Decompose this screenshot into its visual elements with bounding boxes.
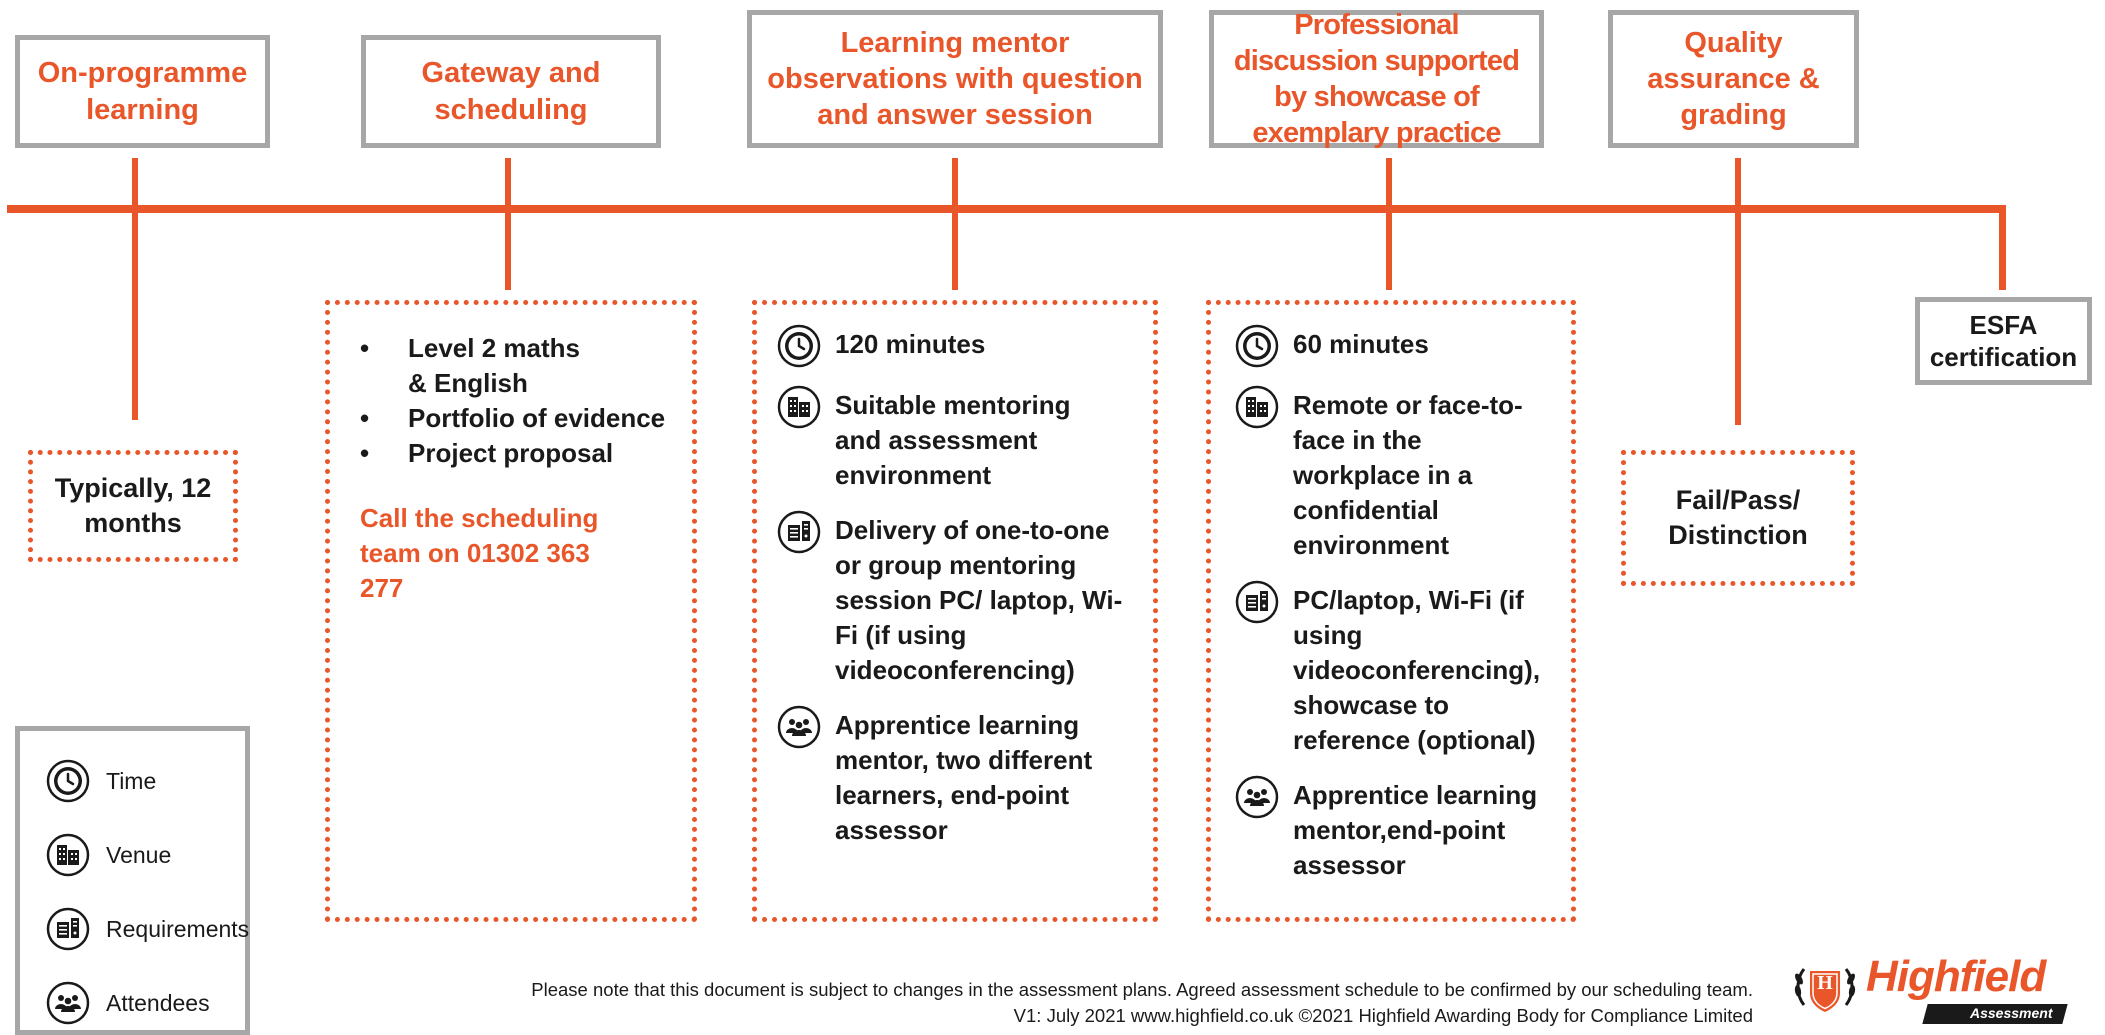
stage-observations-label: Learning mentor observations with questi… [767,26,1143,132]
stage-esfa-label: ESFA certification [1929,309,2078,373]
legend-label-time: Time [106,767,157,794]
discussion-requirements: PC/laptop, Wi-Fi (if using videoconferen… [1293,585,1541,755]
connector-quality-bottom [1735,210,1741,425]
clock-icon [1235,324,1279,368]
scheduling-call-text: Call the scheduling team on 01302 363 27… [360,503,599,603]
stage-discussion-label: Professional discussion supported by sho… [1233,8,1520,150]
stage-esfa: ESFA certification [1915,297,2092,385]
observations-requirements: Delivery of one-to-one or group mentorin… [835,515,1123,685]
building-icon [1235,385,1279,429]
observations-time-item: 120 minutes [777,327,1135,368]
stage-gateway: Gateway and scheduling [361,35,661,148]
observations-attendees: Apprentice learning mentor, two differen… [835,710,1093,845]
connector-observations-bottom [952,210,958,290]
logo-wordmark: Highfield [1866,952,2046,1001]
requirements-icon [777,510,821,554]
gateway-bullet-item: Level 2 maths & English [360,331,593,401]
on-programme-detail-box: Typically, 12 months [28,450,238,562]
stage-gateway-label: Gateway and scheduling [421,57,601,126]
stage-quality-label: Quality assurance & grading [1647,26,1820,132]
legend-item-venue: Venue [46,833,171,877]
observations-detail-box: 120 minutes Suitable mentoring and asses… [752,300,1158,922]
discussion-venue: Remote or face-to-face in the workplace … [1293,390,1523,560]
observations-time: 120 minutes [835,329,986,359]
requirements-icon [1235,580,1279,624]
discussion-time: 60 minutes [1293,329,1429,359]
attendees-icon [777,705,821,749]
stage-quality: Quality assurance & grading [1608,10,1859,148]
discussion-attendees-item: Apprentice learning mentor,end-point ass… [1235,778,1559,883]
gateway-bullet-item: Portfolio of evidence [360,401,674,436]
legend-label-requirements: Requirements [106,915,250,942]
connector-gateway-top [505,158,511,208]
discussion-detail-box: 60 minutes Remote or face-to-face in the… [1206,300,1576,922]
legend-label-venue: Venue [106,841,172,868]
timeline-end-drop [1999,205,2006,290]
discussion-venue-item: Remote or face-to-face in the workplace … [1235,388,1559,563]
discussion-attendees: Apprentice learning mentor,end-point ass… [1293,780,1538,880]
legend-item-attendees: Attendees [46,981,210,1025]
clock-icon [46,759,90,803]
attendees-icon [46,981,90,1025]
connector-on-programme-bottom [132,210,138,420]
stage-observations: Learning mentor observations with questi… [747,10,1163,148]
footer-disclaimer: Please note that this document is subjec… [531,979,1753,1000]
building-icon [46,833,90,877]
legend-box: Time Venue Requirements Attendees [15,726,250,1035]
logo-badge-letter: H [1817,972,1833,994]
stage-discussion: Professional discussion supported by sho… [1209,9,1544,149]
observations-venue: Suitable mentoring and assessment enviro… [835,390,1071,490]
connector-discussion-top [1386,158,1392,208]
observations-requirements-item: Delivery of one-to-one or group mentorin… [777,513,1135,688]
timeline-line [7,205,2006,213]
connector-observations-top [952,158,958,208]
connector-gateway-bottom [505,210,511,290]
laurel-badge-icon [1794,968,1856,1012]
connector-quality-top [1735,158,1741,208]
discussion-requirements-item: PC/laptop, Wi-Fi (if using videoconferen… [1235,583,1559,758]
connector-discussion-bottom [1386,210,1392,290]
gateway-bullet-list: Level 2 maths & English Portfolio of evi… [360,331,674,471]
quality-grades: Fail/Pass/ Distinction [1668,484,1808,550]
requirements-icon [46,907,90,951]
footer-version: V1: July 2021 www.highfield.co.uk ©2021 … [1013,1005,1753,1026]
footer-note: Please note that this document is subjec… [531,977,1753,1029]
legend-label-attendees: Attendees [106,989,210,1016]
connector-on-programme-top [132,158,138,208]
gateway-detail-box: Level 2 maths & English Portfolio of evi… [325,300,697,922]
logo-sub-label: Assessment [1970,1005,2053,1021]
on-programme-duration: Typically, 12 months [54,472,212,538]
observations-venue-item: Suitable mentoring and assessment enviro… [777,388,1135,493]
legend-item-requirements: Requirements [46,907,249,951]
gateway-bullet-item: Project proposal [360,436,674,471]
stage-on-programme-label: On-programme learning [37,57,248,126]
clock-icon [777,324,821,368]
quality-detail-box: Fail/Pass/ Distinction [1621,450,1855,586]
attendees-icon [1235,775,1279,819]
highfield-logo: H Highfield Assessment [1790,950,2070,1030]
legend-item-time: Time [46,759,156,803]
stage-on-programme: On-programme learning [15,35,270,148]
discussion-time-item: 60 minutes [1235,327,1559,368]
building-icon [777,385,821,429]
observations-attendees-item: Apprentice learning mentor, two differen… [777,708,1135,848]
